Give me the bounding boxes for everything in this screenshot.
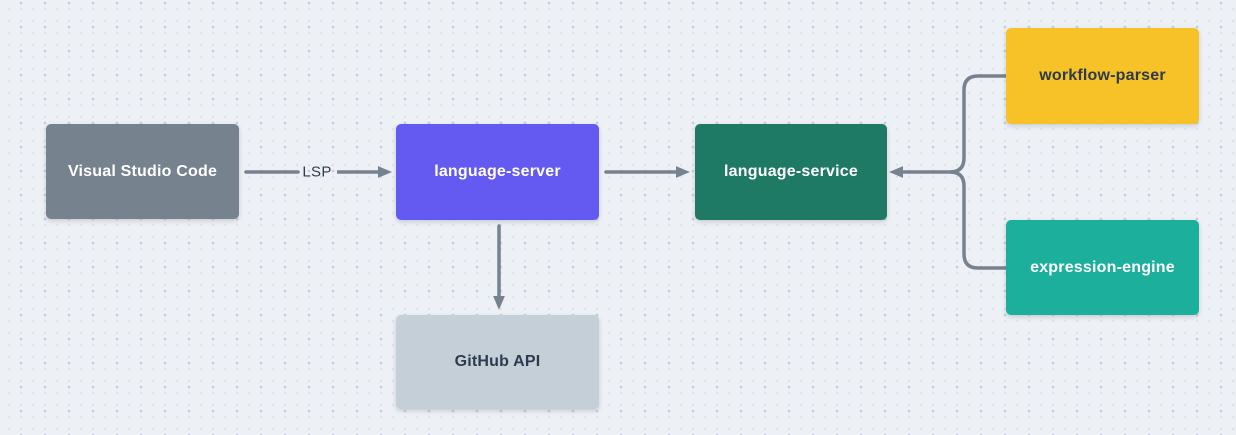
node-label: expression-engine: [1030, 258, 1175, 276]
node-vscode: Visual Studio Code: [46, 124, 239, 219]
edge-label-lsp: LSP: [302, 163, 332, 181]
node-expression-engine: expression-engine: [1006, 220, 1199, 315]
node-label: workflow-parser: [1039, 67, 1166, 84]
node-label: GitHub API: [454, 353, 541, 370]
node-language-service: language-service: [695, 124, 887, 220]
edge-workflow-parser-language-service: [949, 74, 1006, 174]
node-workflow-parser: workflow-parser: [1006, 28, 1199, 124]
edge-expression-engine-language-service: [949, 170, 1006, 270]
node-language-server: language-server: [396, 124, 599, 220]
node-label: Visual Studio Code: [67, 162, 218, 180]
node-label: language-service: [724, 163, 858, 180]
node-label: language-server: [434, 163, 561, 180]
node-github-api: GitHub API: [396, 315, 599, 409]
